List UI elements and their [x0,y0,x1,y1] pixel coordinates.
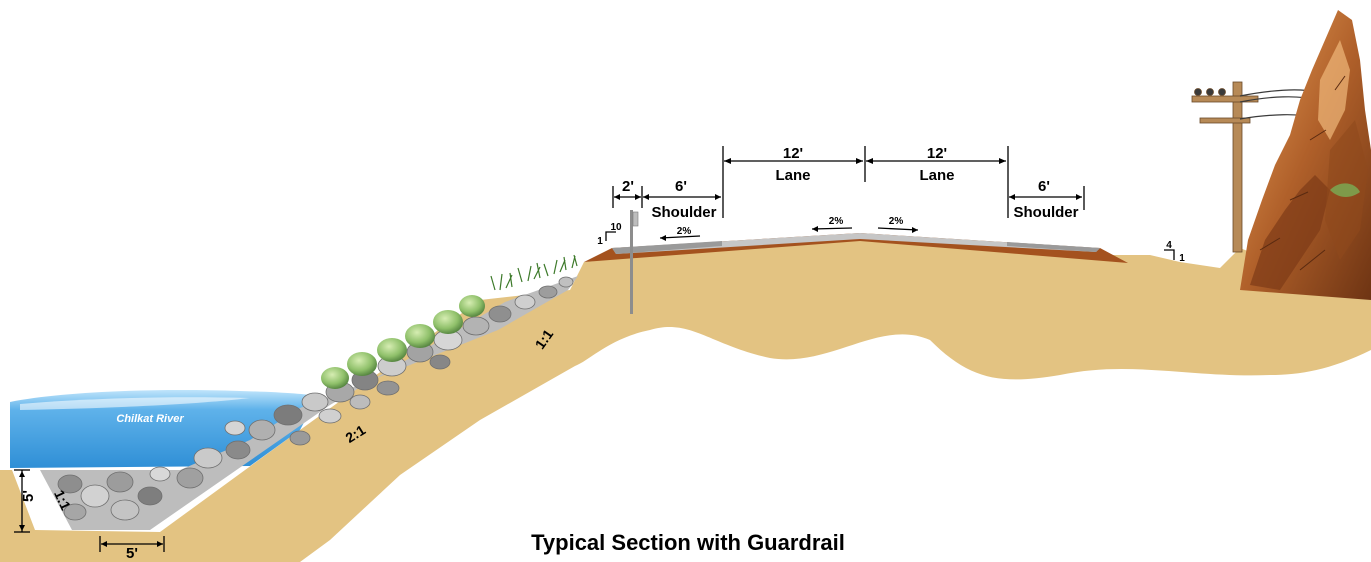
slope-shoulder-left: 2% [677,226,692,237]
dim-lane-right-width: 12' [927,145,947,162]
dim-lane-left-width: 12' [783,145,803,162]
slope-lane-right: 2% [889,216,904,227]
guardrail-post [630,210,633,314]
fill-edge-run: 10 [610,222,622,233]
dim-shoulder-right-width: 6' [1038,178,1050,195]
guardrail [630,210,639,314]
cut-slope-run: 4 [1166,240,1172,251]
diagram-title: Typical Section with Guardrail [531,530,845,555]
slope-lane-left: 2% [829,216,844,227]
fill-edge-rise: 1 [597,236,603,247]
dim-lane-left-label: Lane [775,167,810,184]
dim-guardrail-offset: 2' [622,178,634,195]
dim-shoulder-left-label: Shoulder [651,204,716,221]
guardrail-rail [632,211,639,227]
water-highlight [20,397,250,410]
rock-cliff [1240,10,1371,300]
utility-pole [1191,81,1316,253]
river-label: Chilkat River [116,413,184,425]
pavement-shoulder-left [612,241,722,254]
slope-ditch-side: 1:1 [51,487,74,512]
pavement-shoulder-right [1007,242,1100,252]
dim-ditch-depth: 5' [20,490,37,502]
dim-shoulder-right-label: Shoulder [1013,204,1078,221]
dim-lane-right-label: Lane [919,167,954,184]
soil-body [0,235,1371,562]
dimension-lines [14,146,1175,552]
riprap-stones [57,276,574,521]
cut-slope-rise: 1 [1179,253,1185,264]
dim-shoulder-left-width: 6' [675,178,687,195]
dim-ditch-bottom-width: 5' [126,545,138,562]
slope-vegetation [321,254,578,389]
